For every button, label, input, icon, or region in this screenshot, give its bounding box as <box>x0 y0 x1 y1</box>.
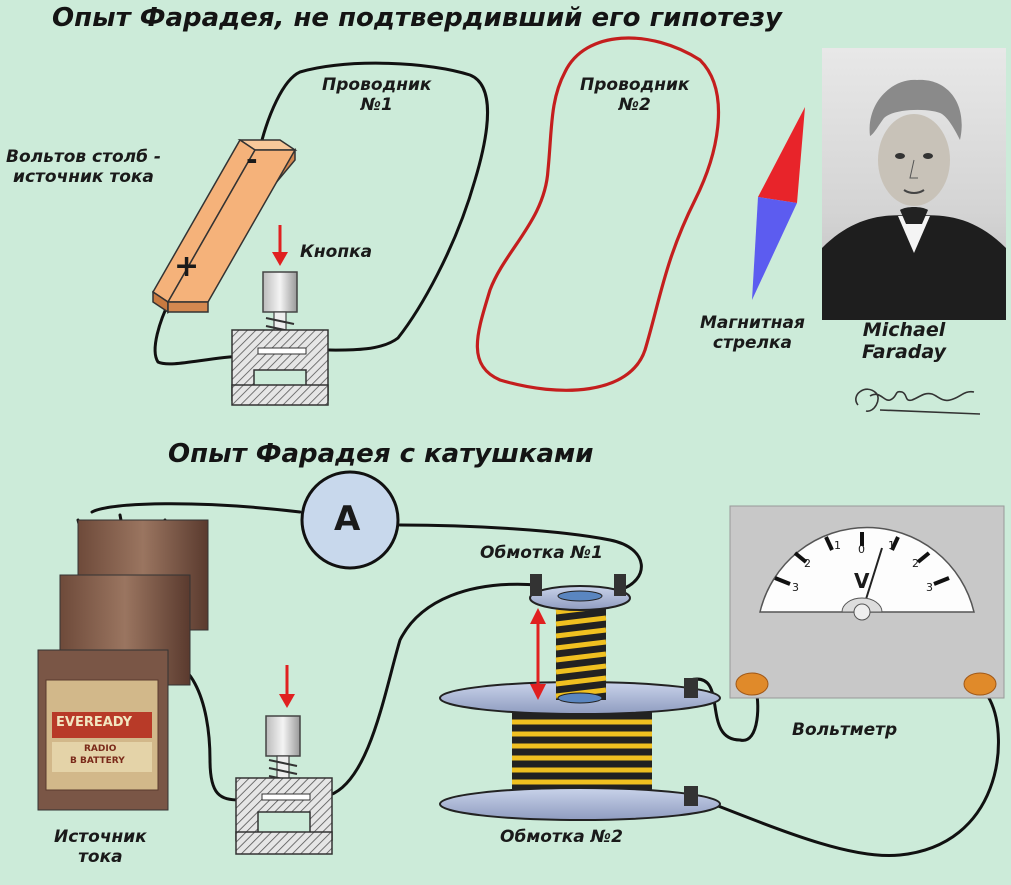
scale-tick-label: 0 <box>858 543 865 556</box>
conductor-2-loop <box>475 36 721 392</box>
battery-line-1: RADIO <box>84 744 117 754</box>
pile-plus-sign: + <box>174 249 200 284</box>
label-conductor-1: Проводник №1 <box>322 75 432 115</box>
battery-stack <box>37 519 209 811</box>
scale-tick-label: 1 <box>888 539 895 552</box>
label-winding-1: Обмотка №1 <box>480 543 603 563</box>
title-experiment-2: Опыт Фарадея с катушками <box>168 439 594 469</box>
battery-line-2: B BATTERY <box>70 756 125 766</box>
coil-winding-1 <box>529 574 631 704</box>
scale-tick-label: 1 <box>834 539 841 552</box>
voltaic-pile <box>152 138 298 315</box>
label-current-source: Источник тока <box>54 827 147 867</box>
label-winding-2: Обмотка №2 <box>500 827 623 847</box>
press-arrow-top <box>272 225 288 266</box>
movement-arrow <box>530 608 546 700</box>
label-voltaic-pile: Вольтов столб - источник тока <box>6 147 161 187</box>
push-button-top <box>231 271 329 406</box>
conductor-1-wire <box>153 61 489 366</box>
label-voltmeter: Вольтметр <box>792 720 898 740</box>
pile-minus-sign: - <box>246 143 258 176</box>
scale-tick-label: 2 <box>804 557 811 570</box>
title-experiment-1: Опыт Фарадея, не подтвердивший его гипот… <box>52 3 782 33</box>
label-button: Кнопка <box>300 242 373 262</box>
battery-brand: EVEREADY <box>56 715 133 730</box>
label-conductor-2: Проводник №2 <box>580 75 690 115</box>
label-faraday-name: Michael Faraday <box>862 319 947 363</box>
label-magnetic-needle: Магнитная стрелка <box>700 313 805 353</box>
scale-tick-label: 2 <box>912 557 919 570</box>
voltmeter <box>729 505 1005 699</box>
push-button-bottom <box>235 715 333 855</box>
voltmeter-unit: V <box>854 569 870 593</box>
scale-tick-label: 3 <box>926 581 933 594</box>
scale-tick-label: 3 <box>792 581 799 594</box>
magnetic-needle <box>752 107 805 300</box>
faraday-signature <box>855 388 981 415</box>
ammeter-symbol: A <box>334 499 361 539</box>
faraday-portrait <box>822 48 1006 320</box>
press-arrow-bottom <box>279 665 295 708</box>
ammeter <box>300 470 400 570</box>
